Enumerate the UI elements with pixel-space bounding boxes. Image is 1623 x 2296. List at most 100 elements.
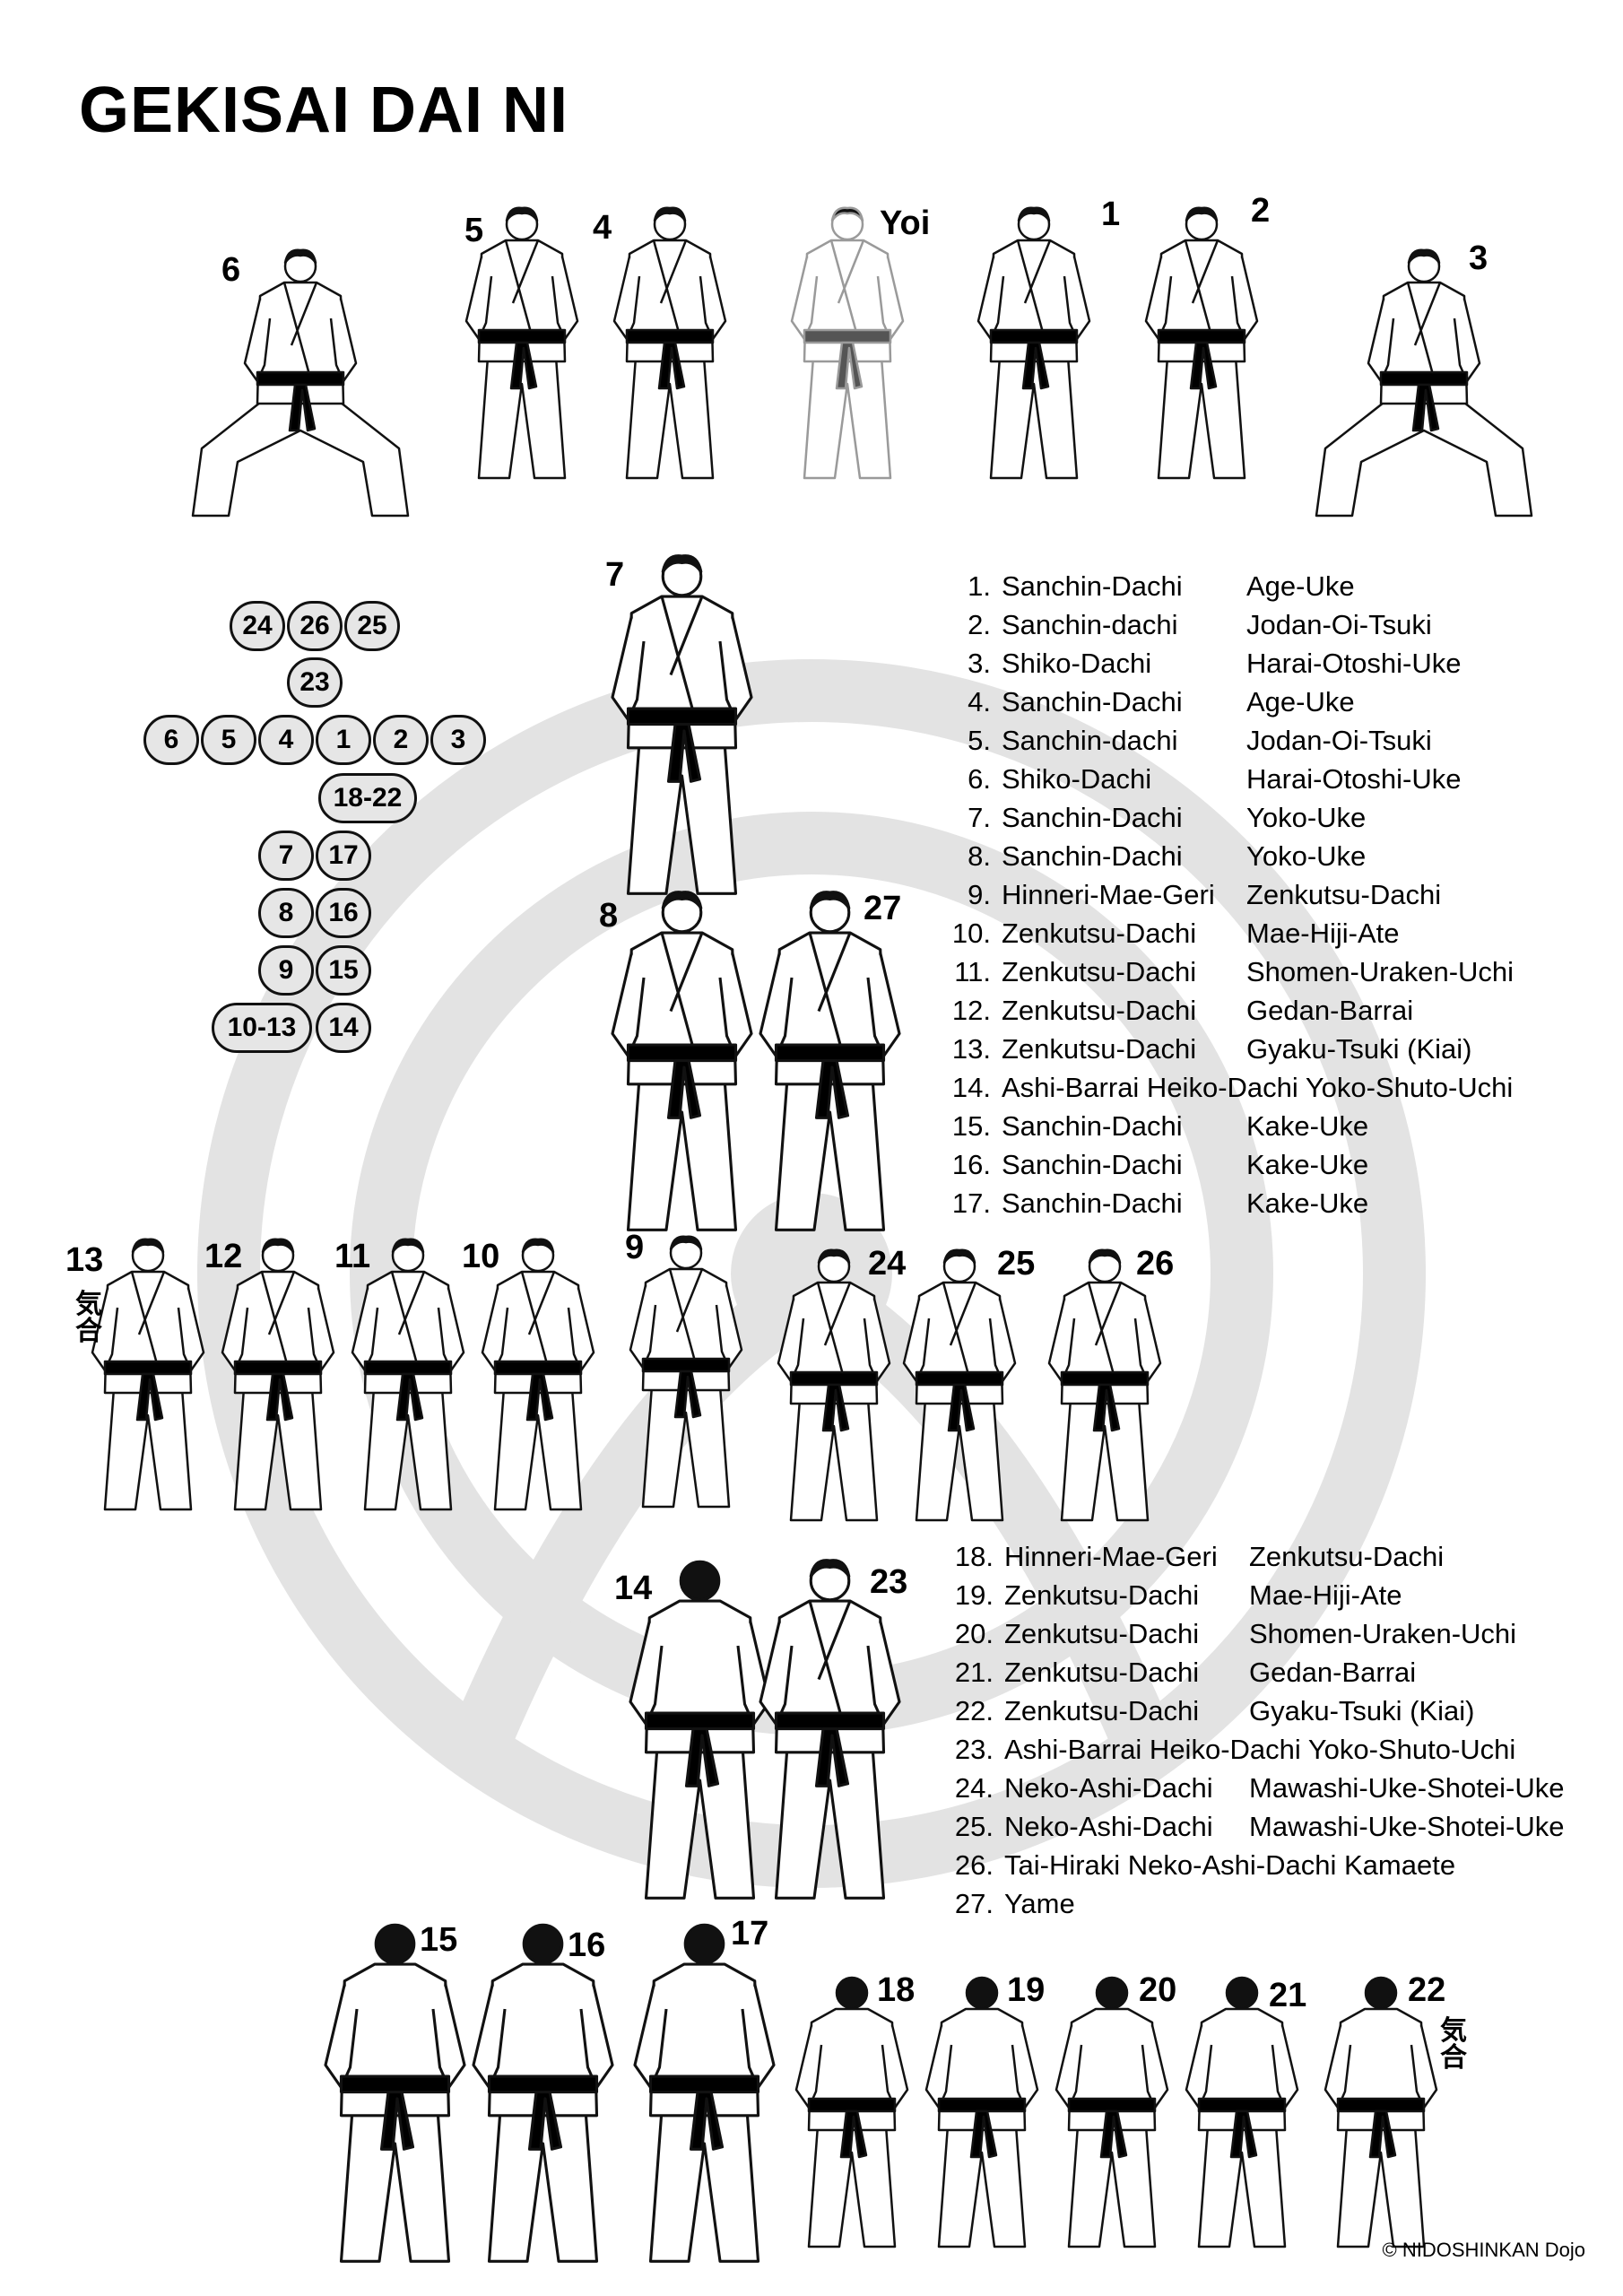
karateka-drawing <box>610 554 753 895</box>
step-technique: Gedan-Barrai <box>1249 1657 1417 1688</box>
step-number: 25. <box>954 1811 994 1842</box>
step-stance: Zenkutsu-Dachi <box>1004 1579 1200 1611</box>
head <box>1095 1976 1129 2010</box>
belt-knot <box>666 722 701 783</box>
embusen-circle-1: 1 <box>316 715 371 765</box>
legs <box>1197 2124 1287 2248</box>
embusen-circle-24: 24 <box>230 601 285 651</box>
embusen-circle-17: 17 <box>316 831 371 881</box>
belt-knot <box>689 2090 724 2151</box>
legs <box>648 2108 759 2263</box>
figure-label-19: 19 <box>1007 1971 1046 2009</box>
hair <box>521 1238 555 1254</box>
figure-label-9: 9 <box>625 1229 645 1266</box>
karateka-drawing <box>1324 1976 1438 2248</box>
lapel <box>668 1268 704 1369</box>
belt <box>363 1360 453 1376</box>
legs <box>774 1744 885 1900</box>
belt <box>1067 2097 1157 2113</box>
step-number: 9. <box>968 879 991 910</box>
step-number: 14. <box>951 1072 991 1103</box>
hair <box>661 554 702 574</box>
step-stance: Hinneri-Mae-Geri <box>1004 1541 1218 1572</box>
figure-label-21: 21 <box>1269 1977 1307 2014</box>
step-number: 23. <box>954 1734 994 1765</box>
step-stance: Zenkutsu-Dachi <box>1002 918 1197 949</box>
step-technique: Jodan-Oi-Tsuki <box>1246 725 1432 756</box>
step-stance: Sanchin-dachi <box>1002 725 1178 756</box>
belt <box>807 2097 897 2113</box>
step-number: 20. <box>954 1618 994 1649</box>
step-stance: Neko-Ashi-Dachi <box>1004 1772 1213 1804</box>
head <box>1225 1976 1259 2010</box>
legs <box>626 1076 737 1231</box>
figure-label-18: 18 <box>877 1971 916 2009</box>
step-number: 11. <box>954 956 991 987</box>
karateka-drawing <box>1047 1248 1162 1522</box>
belt <box>626 707 737 726</box>
step-number: 17. <box>951 1187 991 1219</box>
belt-knot <box>265 1372 294 1422</box>
legs <box>625 355 715 480</box>
step-number: 4. <box>968 686 991 718</box>
belt-knot <box>395 1372 424 1422</box>
belt-knot <box>1021 341 1050 390</box>
lapel <box>504 239 540 340</box>
belt-knot <box>1189 341 1218 390</box>
lapel <box>807 1600 851 1725</box>
belt-knot <box>666 1058 701 1119</box>
figure-label-8: 8 <box>599 897 619 935</box>
belt-knot <box>1099 2109 1128 2159</box>
step-number: 12. <box>951 995 991 1026</box>
step-technique: Gyaku-Tsuki (Kiai) <box>1249 1695 1475 1726</box>
step-item: 23.Ashi-Barrai Heiko-Dachi Yoko-Shuto-Uc… <box>944 1730 1515 1769</box>
step-technique: Mae-Hiji-Ate <box>1246 918 1400 949</box>
belt <box>1060 1370 1150 1387</box>
hair <box>661 891 702 910</box>
step-stance: Sanchin-Dachi <box>1002 1110 1183 1142</box>
legs <box>233 1387 323 1511</box>
embusen-circle-25: 25 <box>344 601 400 651</box>
karateka-drawing <box>1185 1976 1299 2248</box>
figure-label-20: 20 <box>1139 1971 1177 2009</box>
step-number: 18. <box>954 1541 994 1572</box>
step-number: 13. <box>951 1033 991 1065</box>
figure-label-27: 27 <box>864 890 902 927</box>
step-number: 8. <box>968 840 991 872</box>
belt <box>477 328 567 344</box>
hair <box>817 1248 851 1265</box>
figure-label-11: 11 <box>334 1238 371 1275</box>
step-technique: Shomen-Uraken-Uchi <box>1246 956 1515 987</box>
step-stance: Zenkutsu-Dachi <box>1004 1618 1200 1649</box>
belt-knot <box>839 2109 868 2159</box>
step-stance: Hinneri-Mae-Geri <box>1002 879 1215 910</box>
step-technique: Harai-Otoshi-Uke <box>1246 763 1462 795</box>
step-number: 15. <box>951 1110 991 1142</box>
step-stance: Tai-Hiraki Neko-Ashi-Dachi Kamaete <box>1004 1849 1456 1881</box>
step-stance: Zenkutsu-Dachi <box>1002 1033 1197 1065</box>
step-number: 7. <box>968 802 991 833</box>
head <box>835 1976 869 2010</box>
belt <box>989 328 1079 344</box>
karateka-drawing <box>902 1248 1017 1522</box>
head <box>679 1560 720 1602</box>
embusen-circle-16: 16 <box>316 888 371 938</box>
step-technique: Kake-Uke <box>1246 1149 1369 1180</box>
legs <box>915 1397 1004 1522</box>
legs <box>626 740 737 895</box>
karateka-drawing <box>351 1238 465 1511</box>
belt <box>339 2074 450 2094</box>
lapel <box>1184 239 1219 340</box>
figure-label-yoi: Yoi <box>880 204 931 242</box>
step-number: 5. <box>968 725 991 756</box>
step-stance: Zenkutsu-Dachi <box>1004 1695 1200 1726</box>
hair <box>942 1248 976 1265</box>
step-technique: Mae-Hiji-Ate <box>1249 1579 1402 1611</box>
step-stance: Shiko-Dachi <box>1002 648 1152 679</box>
step-stance: Sanchin-Dachi <box>1002 686 1183 718</box>
